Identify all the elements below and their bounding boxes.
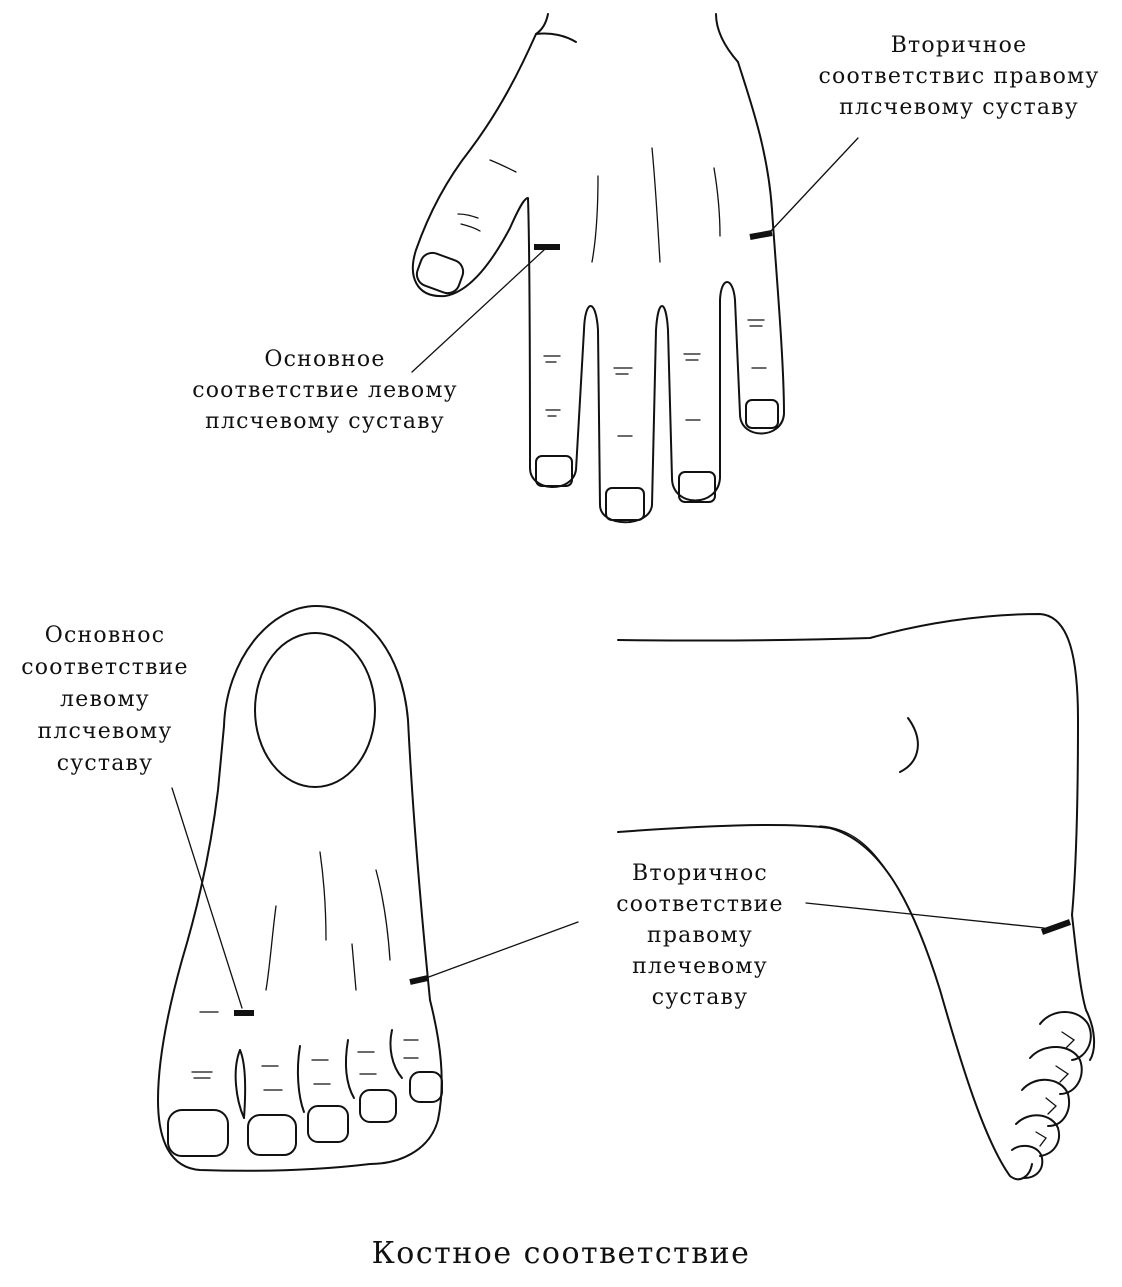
hand-secondary-label: Вторичное соответствис правому плсчевому… — [804, 30, 1114, 123]
label-line: соответствис правому — [804, 61, 1114, 92]
label-line: соответствие — [10, 652, 200, 684]
foot-sole-illustration — [158, 606, 578, 1171]
foot-side-secondary-marker — [1042, 922, 1070, 932]
foot-primary-label: Основнос соответствие левому плсчевому с… — [10, 620, 200, 780]
foot-sole-secondary-leader — [426, 922, 578, 978]
label-line: соответствие левому — [170, 375, 480, 406]
figure-caption: Костное соответствие — [0, 1236, 1122, 1271]
label-line: левому — [10, 684, 200, 716]
foot-secondary-label: Вторичнос соответствие правому плечевому… — [590, 858, 810, 1013]
hand-secondary-marker — [750, 233, 772, 237]
label-line: Вторичное — [804, 30, 1114, 61]
label-line: плсчевому суставу — [170, 406, 480, 437]
foot-side-secondary-leader — [806, 903, 1044, 928]
label-line: соответствие — [590, 889, 810, 920]
label-line: Основное — [170, 344, 480, 375]
label-line: суставу — [10, 748, 200, 780]
foot-sole-secondary-marker — [410, 978, 428, 982]
hand-secondary-leader — [770, 138, 858, 232]
label-line: плсчевому — [10, 716, 200, 748]
hand-primary-label: Основное соответствие левому плсчевому с… — [170, 344, 480, 437]
hand-illustration — [412, 14, 858, 522]
label-line: Вторичнос — [590, 858, 810, 889]
label-line: суставу — [590, 982, 810, 1013]
label-line: плсчевому суставу — [804, 92, 1114, 123]
label-line: правому — [590, 920, 810, 951]
label-line: плечевому — [590, 951, 810, 982]
label-line: Основнос — [10, 620, 200, 652]
foot-primary-leader — [172, 788, 242, 1008]
